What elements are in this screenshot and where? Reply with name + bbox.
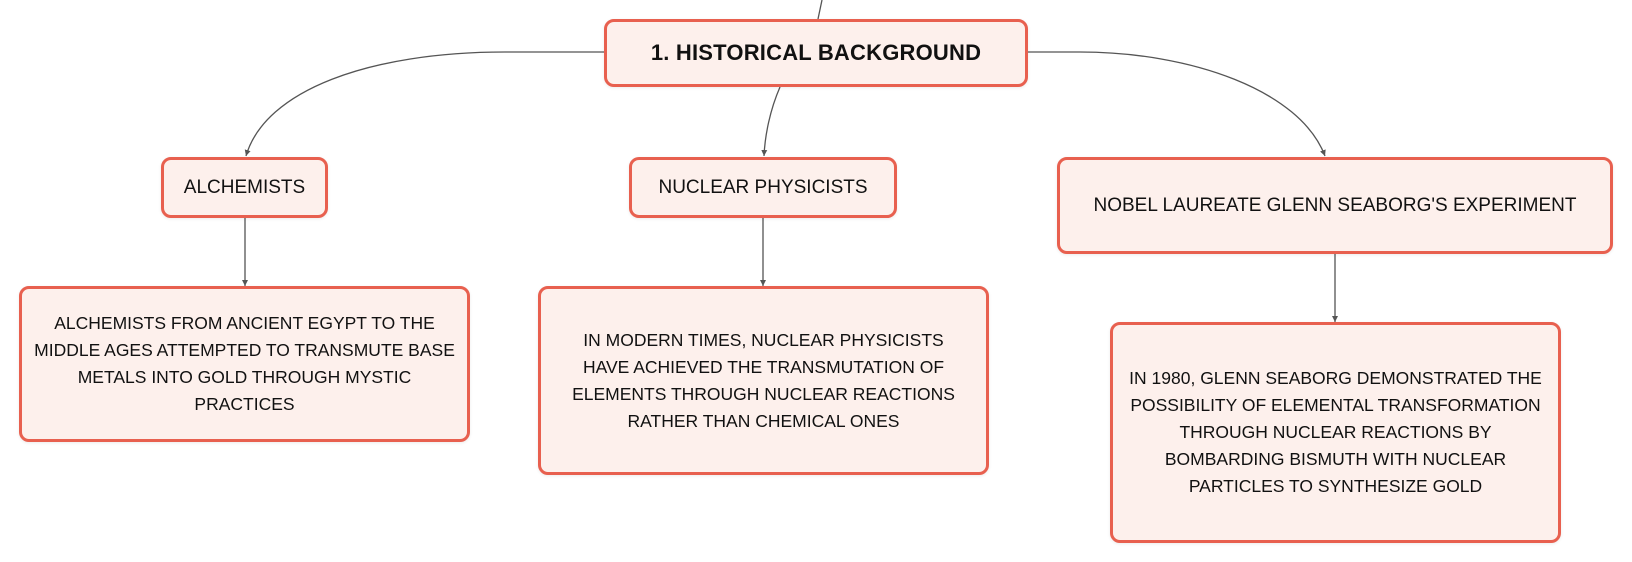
- branch-node-nuclear-physicists[interactable]: NUCLEAR PHYSICISTS: [629, 157, 897, 218]
- connector-root-alchemists: [244, 51, 604, 157]
- detail-node-nuclear-physicists[interactable]: IN MODERN TIMES, NUCLEAR PHYSICISTS HAVE…: [538, 286, 989, 475]
- branch-node-alchemists[interactable]: ALCHEMISTS: [161, 157, 328, 218]
- root-node[interactable]: 1. HISTORICAL BACKGROUND: [604, 19, 1028, 87]
- detail-node-text: ALCHEMISTS FROM ANCIENT EGYPT TO THE MID…: [34, 313, 455, 414]
- detail-node-text: IN MODERN TIMES, NUCLEAR PHYSICISTS HAVE…: [572, 329, 955, 431]
- branch-node-label: NOBEL LAUREATE GLENN SEABORG'S EXPERIMEN…: [1093, 194, 1577, 216]
- branch-node-label: ALCHEMISTS: [183, 176, 306, 198]
- branch-node-label: NUCLEAR PHYSICISTS: [658, 176, 868, 198]
- detail-node-seaborg[interactable]: IN 1980, GLENN SEABORG DEMONSTRATED THE …: [1110, 322, 1561, 543]
- branch-node-seaborg[interactable]: NOBEL LAUREATE GLENN SEABORG'S EXPERIMEN…: [1057, 157, 1613, 254]
- connector-root-seaborg: [1027, 51, 1326, 157]
- connector-incoming: [817, 0, 823, 20]
- detail-node-text: IN 1980, GLENN SEABORG DEMONSTRATED THE …: [1129, 368, 1542, 496]
- connector-root-physicists: [761, 86, 781, 157]
- detail-node-alchemists[interactable]: ALCHEMISTS FROM ANCIENT EGYPT TO THE MID…: [19, 286, 470, 442]
- root-node-label: 1. HISTORICAL BACKGROUND: [650, 40, 982, 65]
